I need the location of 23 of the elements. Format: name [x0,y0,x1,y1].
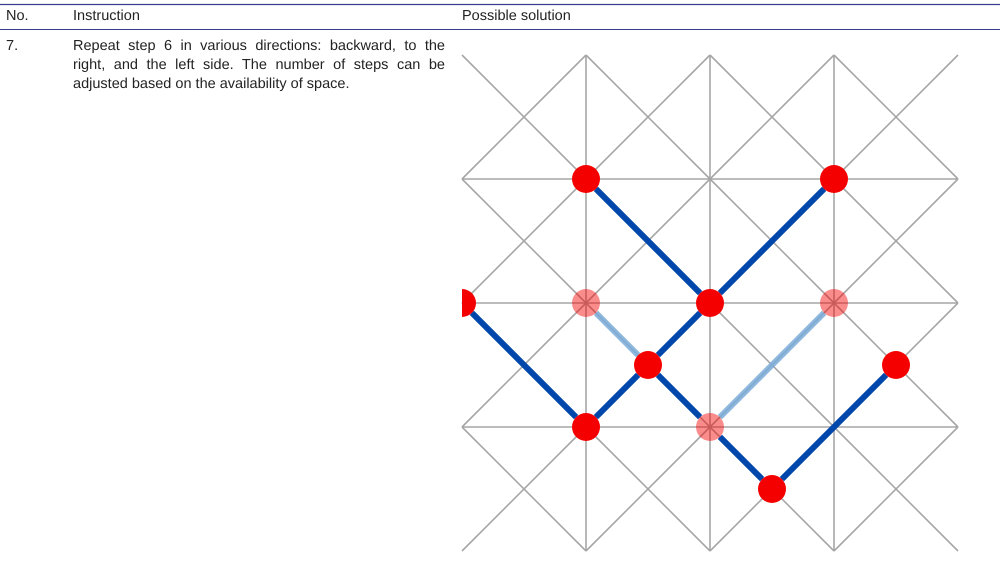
faded-dot [572,289,600,317]
path-line [656,310,702,358]
path-line [470,310,578,420]
faded-dot [820,289,848,317]
path-line [718,310,826,420]
path-line [718,434,764,482]
path-line [594,186,702,296]
path-line [594,310,640,358]
dot [820,165,848,193]
faded-dot [696,413,724,441]
dot [882,351,910,379]
dot [758,475,786,503]
path-line [656,372,702,420]
column-header: No. [6,7,30,26]
path-line [718,186,826,296]
dot [572,413,600,441]
step-number: 7. [6,37,20,56]
column-header: Possible solution [462,7,572,26]
path-line [594,372,640,420]
dot [572,165,600,193]
path-line [780,372,888,482]
column-header: Instruction [73,7,141,26]
instruction-text: Repeat step 6 in various directions: backward, to the right, and the left side. The number of steps can be adjusted based on the availability of space. [73,37,445,94]
